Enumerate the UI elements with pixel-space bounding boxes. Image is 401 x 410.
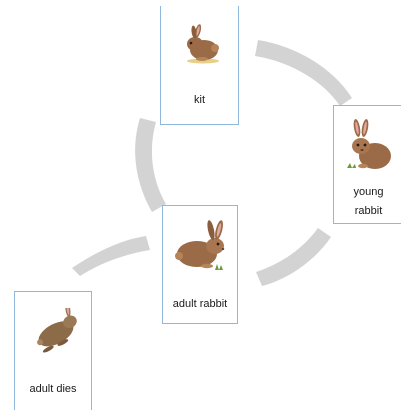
- stage-label-kit: kit: [194, 94, 205, 106]
- stage-label-young-line2: rabbit: [354, 205, 383, 217]
- dead-rabbit-icon: [37, 308, 77, 353]
- stage-label-adult: adult rabbit: [172, 298, 228, 310]
- adult-rabbit-icon: [175, 220, 225, 270]
- arrow-kit-to-young: [255, 40, 352, 106]
- arrow-young-to-adult: [256, 228, 331, 286]
- stage-label-dies: adult dies: [29, 383, 77, 395]
- stage-card-young: young rabbit: [333, 105, 401, 224]
- stage-card-kit: kit: [160, 6, 239, 125]
- kit-rabbit-icon: [187, 24, 219, 64]
- stage-label-young-line1: young: [353, 186, 384, 198]
- arrow-adult-to-dies: [72, 236, 150, 276]
- young-rabbit-icon: [347, 119, 391, 169]
- stage-card-adult: adult rabbit: [162, 205, 238, 324]
- stage-card-dies: adult dies: [14, 291, 92, 410]
- arrow-adult-to-kit: [135, 118, 166, 212]
